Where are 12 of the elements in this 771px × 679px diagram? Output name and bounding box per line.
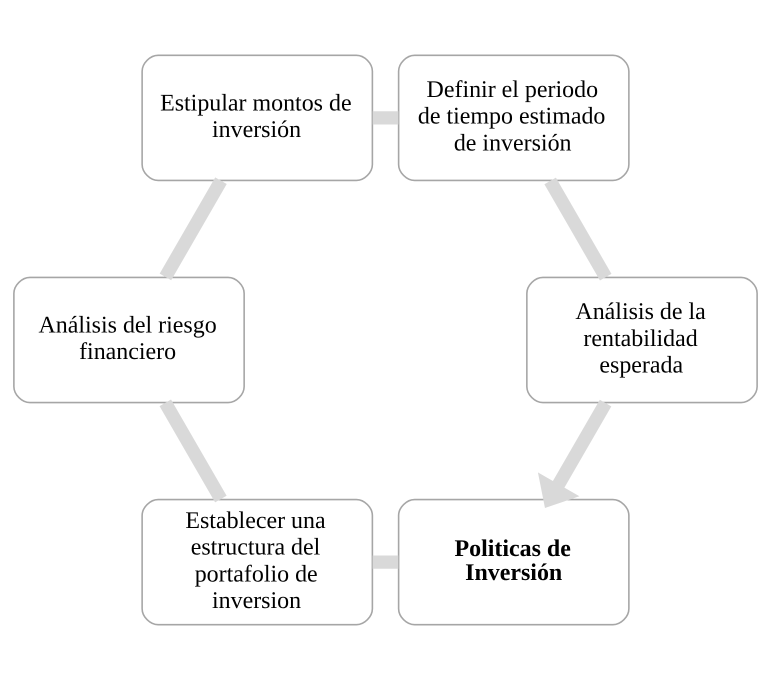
connector bbox=[160, 176, 227, 280]
node-box: Análisis de la rentabilidad esperada bbox=[526, 276, 758, 403]
connector bbox=[372, 110, 398, 124]
arrow bbox=[538, 399, 612, 508]
connector bbox=[160, 399, 227, 502]
node-box: Estipular montos de inversión bbox=[141, 54, 374, 181]
connector bbox=[372, 554, 398, 568]
connector bbox=[544, 177, 612, 280]
node-box: Definir el periodo de tiempo estimado de inversión bbox=[398, 54, 630, 181]
node-box: Establecer una estructura del portafolio de inversion bbox=[141, 498, 374, 625]
node-box: Politicas de Inversión bbox=[398, 498, 630, 625]
node-box: Análisis del riesgo financiero bbox=[13, 276, 245, 403]
